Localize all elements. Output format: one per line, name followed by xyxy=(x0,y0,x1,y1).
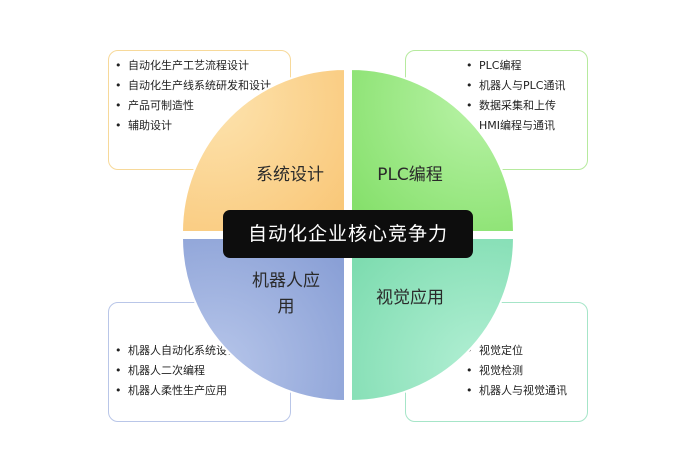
list-item: 机器人柔性生产应用 xyxy=(115,383,284,398)
list-item: 机器人二次编程 xyxy=(115,363,284,378)
robot-application-label-line1: 机器人应 xyxy=(252,271,320,291)
list-item: 视觉检测 xyxy=(466,363,581,378)
quadrant-plc-programming xyxy=(350,67,516,233)
quadrant-robot-application xyxy=(180,237,346,403)
robot-application-label: 机器人应 用 xyxy=(232,268,340,320)
list-item: 机器人与视觉通讯 xyxy=(466,383,581,398)
core-competitiveness-title: 自动化企业核心竞争力 xyxy=(223,210,473,258)
quadrant-system-design xyxy=(180,67,346,233)
quadrant-vision-application xyxy=(350,237,516,403)
plc-programming-label: PLC编程 xyxy=(377,165,443,185)
list-item: 辅助设计 xyxy=(115,118,284,133)
vision-application-label: 视觉应用 xyxy=(376,288,444,308)
robot-application-label-line2: 用 xyxy=(277,297,295,317)
list-item: 产品可制造性 xyxy=(115,98,284,113)
list-item: 自动化生产工艺流程设计 xyxy=(115,58,284,73)
list-item: 数据采集和上传 xyxy=(466,98,581,113)
robot-application-list: 机器人自动化系统设计 机器人二次编程 机器人柔性生产应用 xyxy=(115,343,284,398)
system-design-list: 自动化生产工艺流程设计 自动化生产线系统研发和设计 产品可制造性 辅助设计 xyxy=(115,58,284,133)
list-item: 自动化生产线系统研发和设计 xyxy=(115,78,284,93)
list-item: PLC编程 xyxy=(466,58,581,73)
list-item: 机器人自动化系统设计 xyxy=(115,343,284,358)
list-item: 机器人与PLC通讯 xyxy=(466,78,581,93)
system-design-label: 系统设计 xyxy=(256,165,324,185)
